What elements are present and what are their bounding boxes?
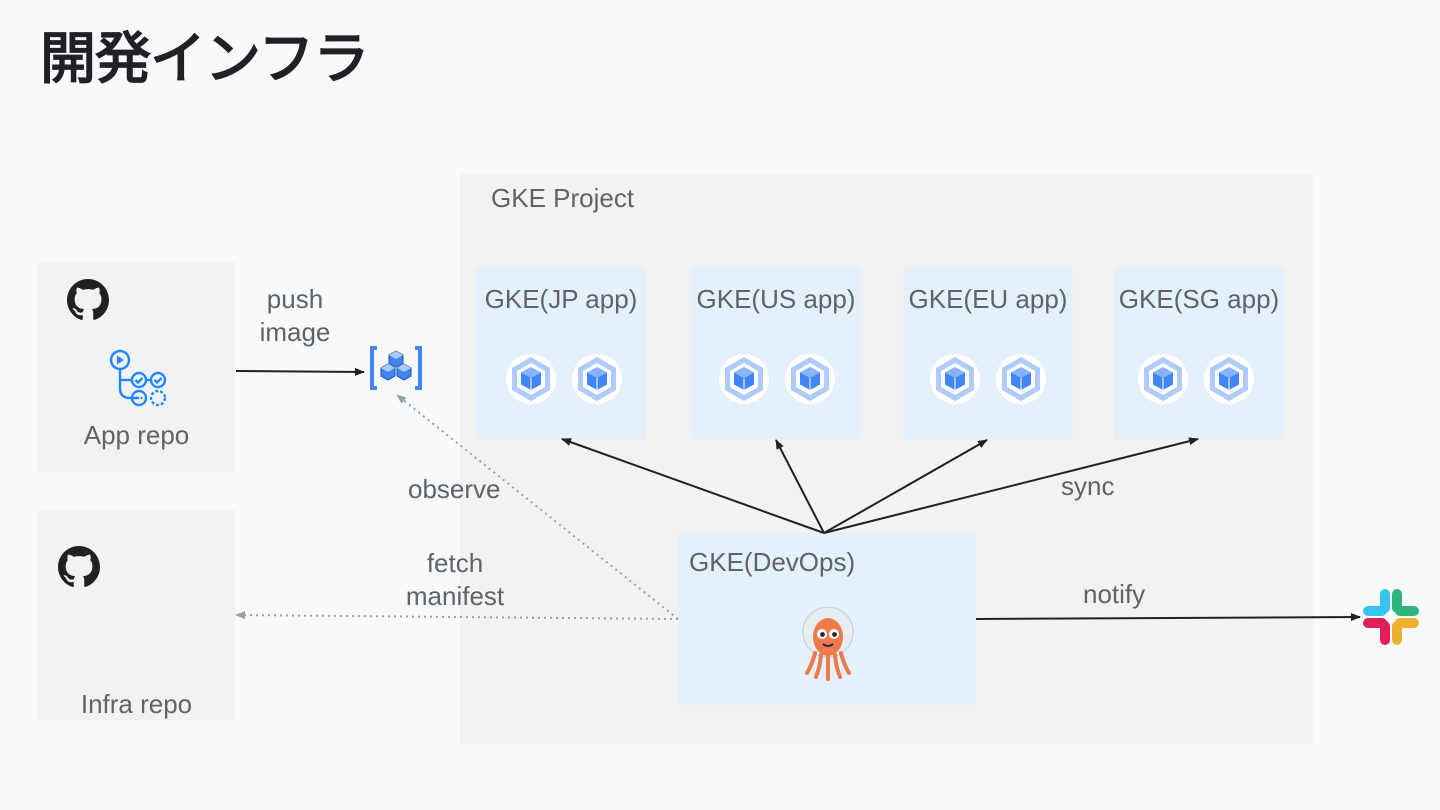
gke-icon	[995, 353, 1047, 405]
cluster-eu-box	[903, 267, 1073, 439]
sync-arrow-eu	[823, 439, 988, 534]
fetch-manifest-arrow	[235, 611, 679, 620]
sync-label: sync	[1061, 471, 1115, 501]
image-label-line: image	[259, 317, 331, 347]
sync-arrow-jp	[561, 438, 825, 534]
gke-icon	[1203, 353, 1255, 405]
github-icon	[58, 546, 100, 588]
gke-icon	[929, 353, 981, 405]
gke-icon	[784, 353, 836, 405]
notify-label: notify	[1083, 579, 1146, 609]
cluster-us-box	[691, 267, 861, 439]
gke-icon	[571, 353, 623, 405]
cluster-label: GKE(US app)	[696, 284, 856, 314]
devops-label: GKE(DevOps)	[689, 547, 856, 577]
push-label-line: push	[266, 284, 324, 314]
push-image-arrow	[235, 367, 365, 376]
cluster-sg-box	[1114, 267, 1284, 439]
fetch-label-line: fetch	[426, 548, 484, 578]
argo-cd-icon	[799, 607, 857, 681]
gke-icon	[505, 353, 557, 405]
slack-icon	[1362, 588, 1420, 646]
page-title: 開発インフラ	[40, 27, 369, 92]
sync-arrow-us	[775, 439, 825, 534]
gke-project-label: GKE Project	[491, 183, 635, 213]
fetch-manifest-label: fetch manifest	[385, 547, 525, 613]
cluster-label: GKE(EU app)	[908, 284, 1068, 314]
cluster-label: GKE(SG app)	[1118, 284, 1280, 314]
gke-icon	[1137, 353, 1189, 405]
cluster-jp-box	[476, 267, 646, 439]
manifest-label-line: manifest	[405, 581, 505, 611]
github-actions-icon	[106, 348, 170, 410]
notify-arrow	[975, 613, 1361, 622]
gke-icon	[718, 353, 770, 405]
app-repo-label: App repo	[83, 420, 190, 450]
cluster-label: GKE(JP app)	[484, 284, 638, 314]
sync-arrow-sg	[823, 437, 1199, 534]
github-icon	[67, 279, 109, 321]
observe-label: observe	[408, 474, 501, 504]
artifact-registry-icon	[368, 345, 424, 391]
infra-repo-label: Infra repo	[80, 689, 193, 719]
push-image-label: push image	[235, 283, 355, 349]
infra-repo-panel	[38, 510, 235, 720]
